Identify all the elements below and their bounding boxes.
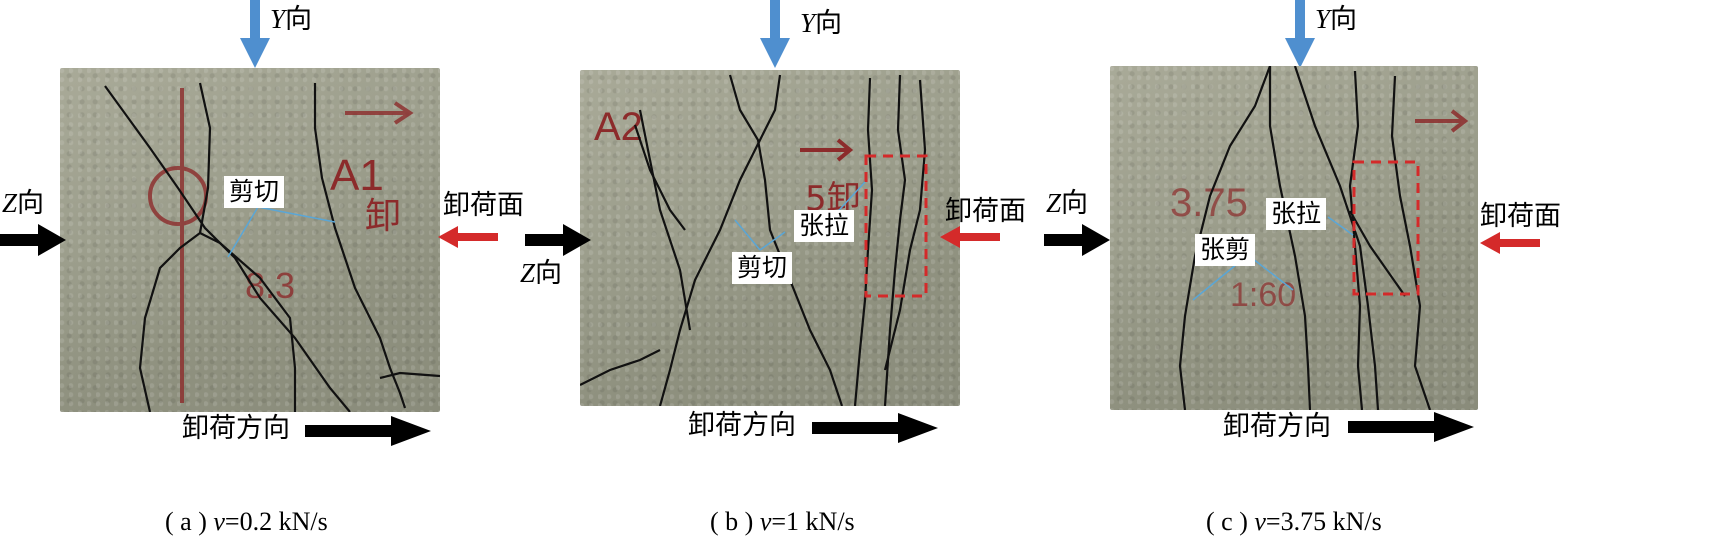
tension-region-box (864, 154, 928, 298)
unload-face-arrow (1480, 232, 1540, 254)
unload-face-label: 卸荷面 (443, 190, 524, 221)
crack-pattern: 3.75 1:60 (1170, 66, 1469, 410)
z-direction-label: Z向 (1046, 188, 1089, 219)
tension-tag: 张拉 (794, 210, 855, 242)
z-direction-label: Z向 (520, 258, 563, 289)
unload-direction-arrow (1348, 412, 1474, 442)
y-direction-label: Y向 (800, 8, 843, 39)
specimen-marking: A1 (330, 151, 384, 200)
shear-tag: 剪切 (732, 252, 793, 284)
y-direction-arrow (240, 0, 270, 68)
caption: ( b ) v=1 kN/s (710, 507, 855, 536)
z-direction-arrow (1044, 224, 1110, 256)
unload-direction-label: 卸荷方向 (688, 410, 796, 441)
y-direction-label: Y向 (270, 4, 313, 35)
tension-shear-tag: 张剪 (1195, 234, 1256, 266)
shear-tag: 剪切 (224, 176, 285, 208)
y-direction-arrow (1285, 0, 1315, 68)
unload-direction-arrow (305, 416, 431, 446)
unload-face-arrow (438, 226, 498, 248)
panel-b: Y向 A2 5卸 Z向 卸 (520, 0, 1080, 547)
tension-tag: 张拉 (1266, 198, 1327, 230)
annotation-leader (227, 206, 336, 258)
caption: ( c ) v=3.75 kN/s (1206, 507, 1382, 536)
z-direction-label: Z向 (2, 188, 45, 219)
caption: ( a ) v=0.2 kN/s (165, 507, 328, 536)
specimen-marking: 卸 (365, 196, 401, 237)
unload-direction-arrow (812, 413, 938, 443)
crack-pattern: A1 卸 8.3 (104, 82, 440, 412)
specimen-marking: 1:60 (1230, 276, 1296, 314)
unload-face-label: 卸荷面 (1480, 201, 1561, 232)
specimen-photo: A1 卸 8.3 (60, 68, 440, 412)
z-direction-arrow (525, 224, 591, 256)
y-direction-label: Y向 (1315, 4, 1358, 35)
panel-c: Y向 3.75 1:60 Z向 卸荷面 (1040, 0, 1714, 547)
specimen-photo: A2 5卸 (580, 70, 960, 406)
unload-direction-label: 卸荷方向 (1223, 411, 1331, 442)
unload-direction-label: 卸荷方向 (182, 413, 290, 444)
z-direction-arrow (0, 224, 66, 256)
panel-a: Y向 A1 卸 8.3 Z向 (0, 0, 580, 547)
tension-region-box (1352, 160, 1420, 296)
y-direction-arrow (760, 0, 790, 68)
unload-face-arrow (940, 226, 1000, 248)
unload-face-label: 卸荷面 (945, 196, 1026, 227)
